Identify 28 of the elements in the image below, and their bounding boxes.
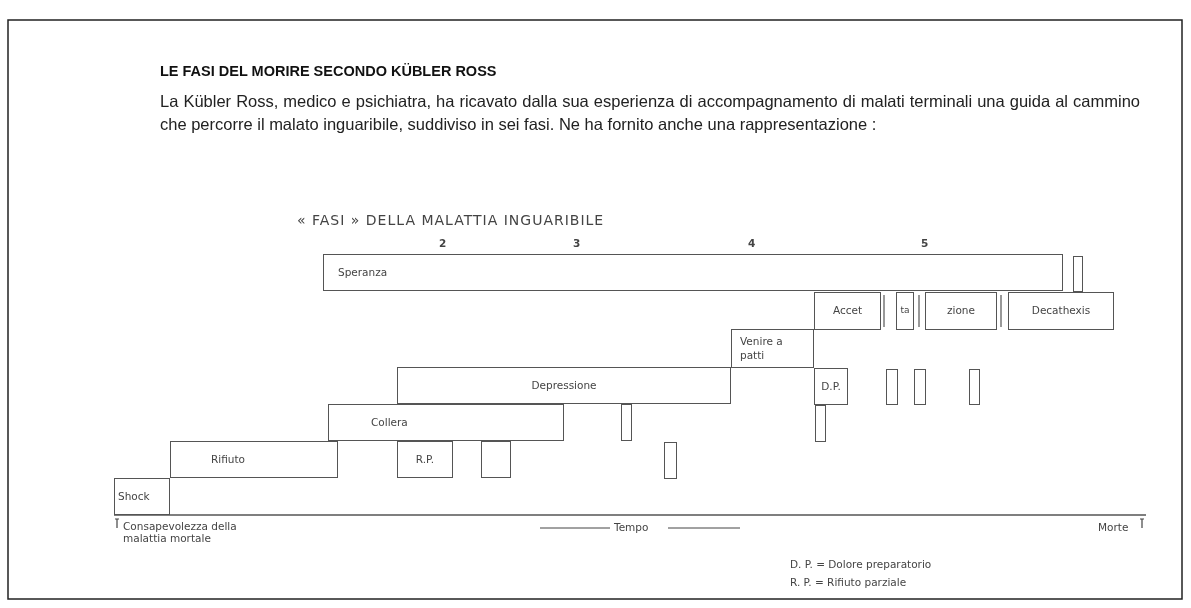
axis-note: Morte [1098, 521, 1129, 533]
phase-box: ta [896, 292, 914, 330]
chart-title: « FASI » DELLA MALATTIA INGUARIBILE [297, 212, 605, 228]
paragraph: La Kübler Ross, medico e psichiatra, ha ricavato dalla sua esperienza di accompagnamento di malati terminali una guida al cammino che percorre il malato inguaribile, suddiviso in sei fasi. Ne ha fornito anche una rappresentazione : [160, 91, 1140, 135]
abbreviation-key: R. P. = Rifiuto parziale [790, 576, 907, 588]
phase-bar [969, 369, 980, 405]
axis-label: Tempo [614, 521, 649, 533]
phase-bar [621, 404, 632, 441]
axis-note: Consapevolezza della malattia mortale [123, 520, 238, 544]
heading: LE FASI DEL MORIRE SECONDO KÜBLER ROSS [160, 63, 497, 79]
phase-box: Decathexis [1008, 292, 1114, 330]
phase-bar [481, 441, 511, 478]
phase-box: R.P. [397, 441, 453, 478]
phase-box: zione [925, 292, 997, 330]
phase-bar [664, 442, 677, 479]
phase-box: Depressione [397, 367, 731, 404]
phase-box: Collera [328, 404, 564, 441]
phase-bar [886, 369, 898, 405]
phase-bar [1073, 256, 1083, 292]
abbreviation-key: D. P. = Dolore preparatorio [790, 558, 932, 570]
phase-box: Shock [114, 478, 170, 515]
phase-box: Venire a patti [731, 329, 814, 368]
phase-box: Rifiuto [170, 441, 338, 478]
phase-box: Speranza [323, 254, 1063, 291]
phase-box: D.P. [814, 368, 848, 405]
phase-bar [914, 369, 926, 405]
phase-box: Accet [814, 292, 881, 330]
phase-bar [815, 405, 826, 442]
